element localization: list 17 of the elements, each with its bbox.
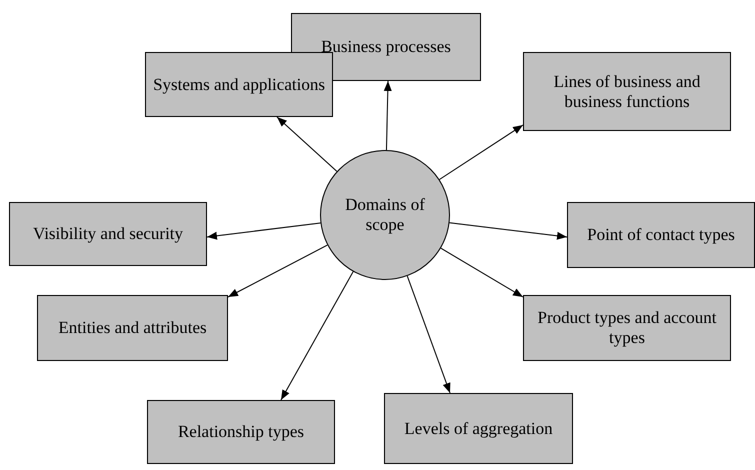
arrow <box>276 116 338 172</box>
box-node: Entities and attributes <box>37 295 228 361</box>
box-node: Visibility and security <box>9 202 207 266</box>
arrow <box>280 271 354 400</box>
box-node: Relationship types <box>147 400 335 464</box>
arrow <box>206 222 321 240</box>
box-node: Point of contact types <box>567 202 755 268</box>
arrow <box>228 244 328 298</box>
box-node: Product types and account types <box>523 295 731 361</box>
box-node: Systems and applications <box>145 52 333 117</box>
arrow <box>449 222 568 240</box>
arrow <box>438 124 524 180</box>
arrow <box>384 80 392 151</box>
box-node: Lines of business and business functions <box>523 52 731 131</box>
box-node: Levels of aggregation <box>384 393 573 464</box>
arrow <box>440 248 524 298</box>
arrow <box>406 276 450 394</box>
